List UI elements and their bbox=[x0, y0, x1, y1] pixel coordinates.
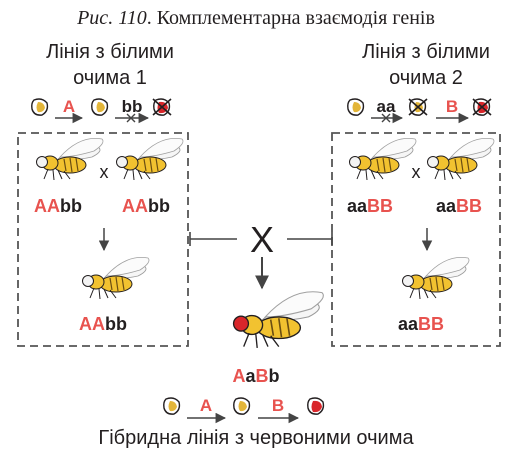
line2-title-2: очима 2 bbox=[389, 67, 463, 89]
blocked-pigment-icon bbox=[152, 98, 172, 116]
big-cross-sign: X bbox=[250, 219, 274, 260]
line1-parent-fly-icon bbox=[35, 137, 104, 181]
line2-parent-a-genotype: aaBB bbox=[347, 196, 393, 216]
precursor-granule-icon bbox=[31, 98, 49, 116]
line1-parent-b-genotype: AAbb bbox=[122, 196, 170, 216]
line1-offspring-genotype: AAbb bbox=[79, 314, 127, 334]
line2-cross-sign: x bbox=[412, 162, 421, 182]
hybrid-fly-icon bbox=[232, 290, 325, 349]
line1-parent-a-genotype: AAbb bbox=[34, 196, 82, 216]
precursor-granule-icon bbox=[347, 98, 365, 116]
blocked-step-icon bbox=[126, 113, 136, 123]
line2-title-1: Лінія з білими bbox=[362, 41, 490, 63]
hybrid-enzyme-2: B bbox=[272, 396, 284, 415]
red-pigment-icon bbox=[307, 397, 325, 415]
figure-caption: Рис. 110. Комплементарна взаємодія генів bbox=[76, 7, 435, 29]
line2-parent-b-genotype: aaBB bbox=[436, 196, 482, 216]
blocked-pigment-icon bbox=[472, 98, 492, 116]
line2-parent-fly-icon bbox=[426, 137, 495, 181]
intermediate-granule-icon bbox=[233, 397, 251, 415]
line1-cross-sign: x bbox=[100, 162, 109, 182]
line1-title-1: Лінія з білими bbox=[46, 41, 174, 63]
blocked-intermediate-icon bbox=[408, 98, 428, 116]
precursor-granule-icon bbox=[163, 397, 181, 415]
line1-box bbox=[17, 132, 189, 347]
intermediate-granule-icon bbox=[91, 98, 109, 116]
line1-offspring-fly-icon bbox=[81, 256, 150, 300]
line2-pathway: aa B bbox=[347, 97, 492, 124]
line1-enzyme-1: A bbox=[63, 97, 75, 116]
cross-connector: X bbox=[189, 219, 333, 290]
line2-offspring-fly-icon bbox=[401, 256, 470, 300]
line1-title-2: очима 1 bbox=[73, 67, 147, 89]
blocked-step-icon bbox=[381, 113, 391, 123]
line1-parent-fly-icon bbox=[115, 137, 184, 181]
hybrid-title: Гібридна лінія з червоними очима bbox=[98, 427, 414, 449]
line2-enzyme-2: B bbox=[446, 97, 458, 116]
line2-enzyme-1: aa bbox=[377, 97, 396, 116]
hybrid-genotype: AaBb bbox=[232, 366, 279, 386]
line1-pathway: A bb bbox=[31, 97, 172, 124]
line2-parent-fly-icon bbox=[348, 137, 417, 181]
line2-offspring-genotype: aaBB bbox=[398, 314, 444, 334]
line1-enzyme-2: bb bbox=[122, 97, 143, 116]
hybrid-enzyme-1: A bbox=[200, 396, 212, 415]
hybrid-pathway: A B bbox=[163, 396, 325, 424]
